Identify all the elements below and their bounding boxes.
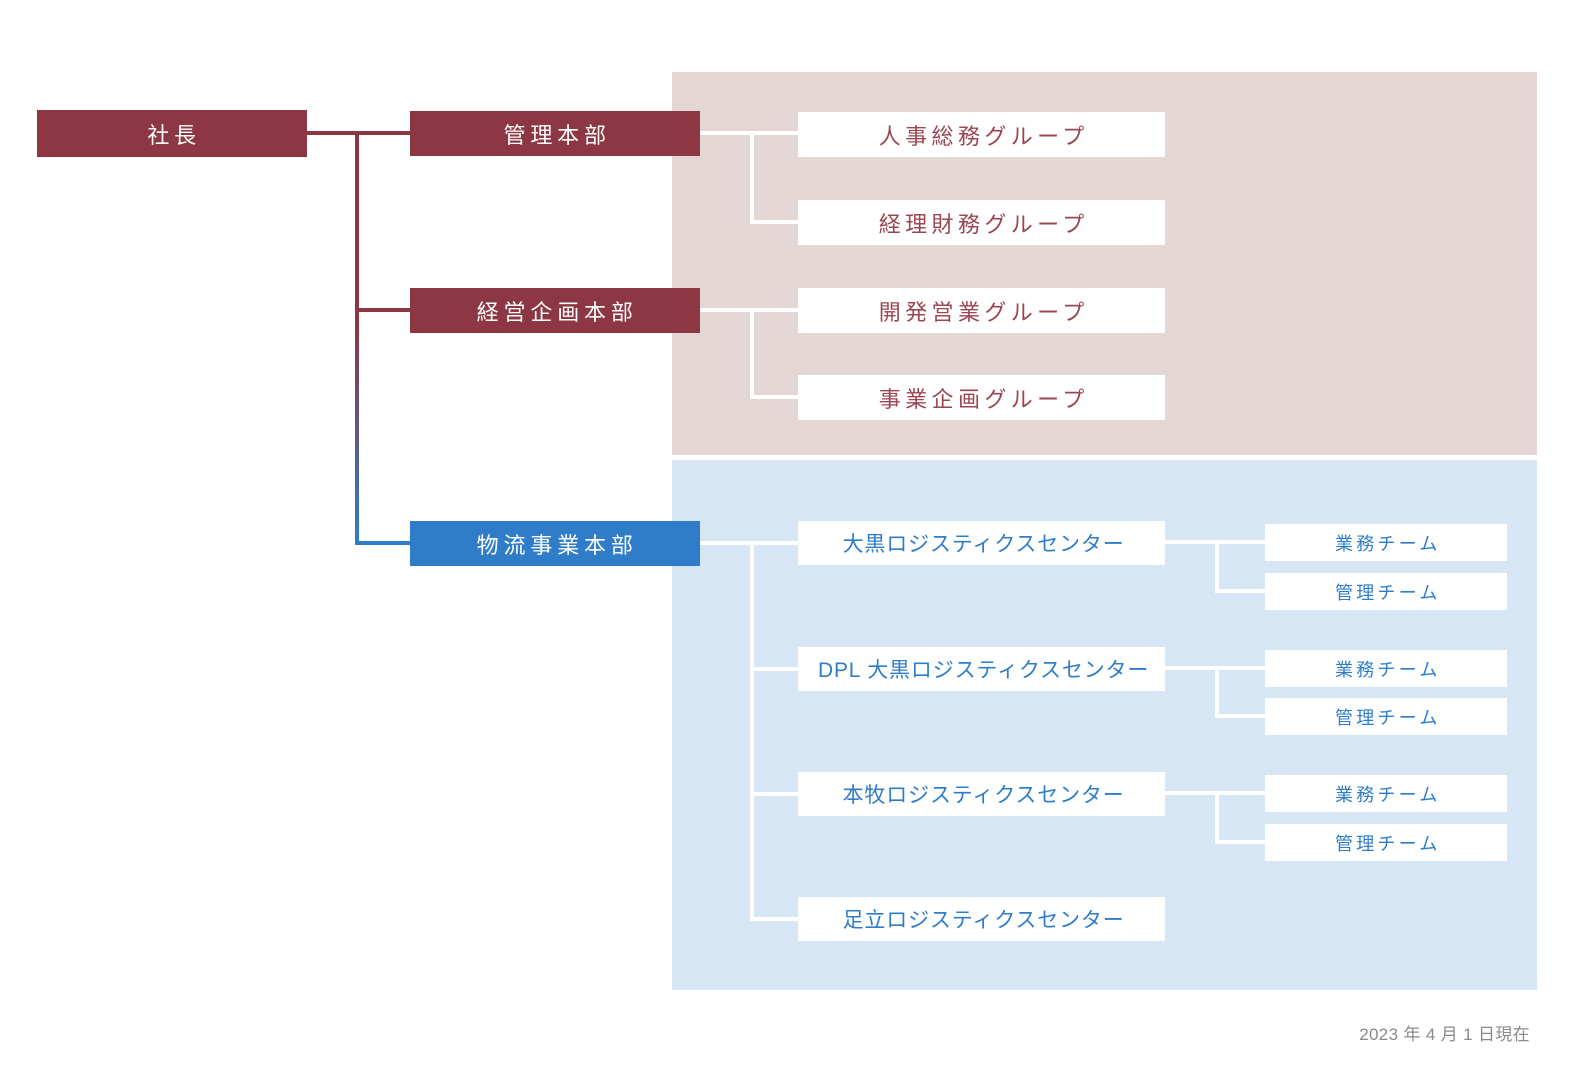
node-development-sales-group-label: 開発営業グループ bbox=[878, 299, 1089, 325]
node-daikoku-management-team-label: 管理チーム bbox=[1334, 582, 1441, 603]
node-dpl-management-team-label: 管理チーム bbox=[1334, 707, 1441, 728]
connector-to-corporate-planning bbox=[355, 308, 410, 312]
node-logistics-division-label: 物流事業本部 bbox=[476, 532, 638, 558]
node-adachi-center-label: 足立ロジスティクスセンター bbox=[842, 909, 1125, 932]
node-dpl-daikoku-center: DPL 大黒ロジスティクスセンター bbox=[798, 647, 1165, 691]
node-president: 社長 bbox=[37, 110, 307, 157]
connector-logistics-to-adachi bbox=[750, 917, 798, 921]
connector-honmoku-vertical bbox=[1215, 791, 1219, 844]
node-accounting-finance-group-label: 経理財務グループ bbox=[878, 211, 1089, 237]
connector-planning-to-devsales bbox=[700, 308, 798, 312]
connector-admin-vertical bbox=[750, 131, 754, 224]
node-daikoku-management-team: 管理チーム bbox=[1265, 573, 1507, 610]
node-admin-division-label: 管理本部 bbox=[503, 122, 611, 148]
node-honmoku-operations-team-label: 業務チーム bbox=[1334, 784, 1441, 805]
node-dpl-management-team: 管理チーム bbox=[1265, 698, 1507, 735]
node-honmoku-center-label: 本牧ロジスティクスセンター bbox=[842, 784, 1125, 807]
node-daikoku-operations-team: 業務チーム bbox=[1265, 524, 1507, 561]
node-business-planning-group: 事業企画グループ bbox=[798, 375, 1165, 420]
node-hr-general-affairs-group: 人事総務グループ bbox=[798, 112, 1165, 157]
as-of-date: 2023 年 4 月 1 日現在 bbox=[1359, 1025, 1530, 1044]
node-daikoku-operations-team-label: 業務チーム bbox=[1334, 533, 1441, 554]
node-dpl-operations-team-label: 業務チーム bbox=[1334, 659, 1441, 680]
node-corporate-planning-division: 経営企画本部 bbox=[410, 288, 700, 333]
node-accounting-finance-group: 経理財務グループ bbox=[798, 200, 1165, 245]
node-development-sales-group: 開発営業グループ bbox=[798, 288, 1165, 333]
node-honmoku-management-team: 管理チーム bbox=[1265, 824, 1507, 861]
connector-logistics-to-honmoku bbox=[750, 792, 798, 796]
node-president-label: 社長 bbox=[147, 122, 202, 148]
node-business-planning-group-label: 事業企画グループ bbox=[878, 386, 1089, 412]
node-hr-general-affairs-group-label: 人事総務グループ bbox=[878, 123, 1089, 149]
node-daikoku-center-label: 大黒ロジスティクスセンター bbox=[842, 533, 1125, 556]
connector-dpl-vertical bbox=[1215, 666, 1219, 718]
connector-admin-to-accounting bbox=[750, 220, 798, 224]
node-corporate-planning-division-label: 経営企画本部 bbox=[476, 299, 638, 325]
connector-logistics-to-daikoku bbox=[700, 541, 798, 545]
connector-logistics-to-dpl bbox=[750, 667, 798, 671]
connector-daikoku-vertical bbox=[1215, 540, 1219, 593]
connector-admin-to-hr bbox=[700, 131, 798, 135]
node-honmoku-center: 本牧ロジスティクスセンター bbox=[798, 772, 1165, 816]
node-adachi-center: 足立ロジスティクスセンター bbox=[798, 897, 1165, 941]
node-dpl-daikoku-center-label: DPL 大黒ロジスティクスセンター bbox=[817, 659, 1150, 682]
connector-honmoku-to-mgmt bbox=[1215, 840, 1265, 844]
node-dpl-operations-team: 業務チーム bbox=[1265, 650, 1507, 687]
connector-to-logistics bbox=[355, 541, 410, 545]
node-admin-division: 管理本部 bbox=[410, 111, 700, 156]
connector-dpl-to-mgmt bbox=[1215, 714, 1265, 718]
connector-daikoku-to-mgmt bbox=[1215, 589, 1265, 593]
node-logistics-division: 物流事業本部 bbox=[410, 521, 700, 566]
connector-logistics-vertical bbox=[750, 541, 754, 921]
node-honmoku-management-team-label: 管理チーム bbox=[1334, 833, 1441, 854]
node-daikoku-center: 大黒ロジスティクスセンター bbox=[798, 521, 1165, 565]
node-honmoku-operations-team: 業務チーム bbox=[1265, 775, 1507, 812]
connector-trunk-vertical bbox=[355, 131, 359, 545]
connector-planning-to-bizplan bbox=[750, 395, 798, 399]
connector-planning-vertical bbox=[750, 308, 754, 399]
